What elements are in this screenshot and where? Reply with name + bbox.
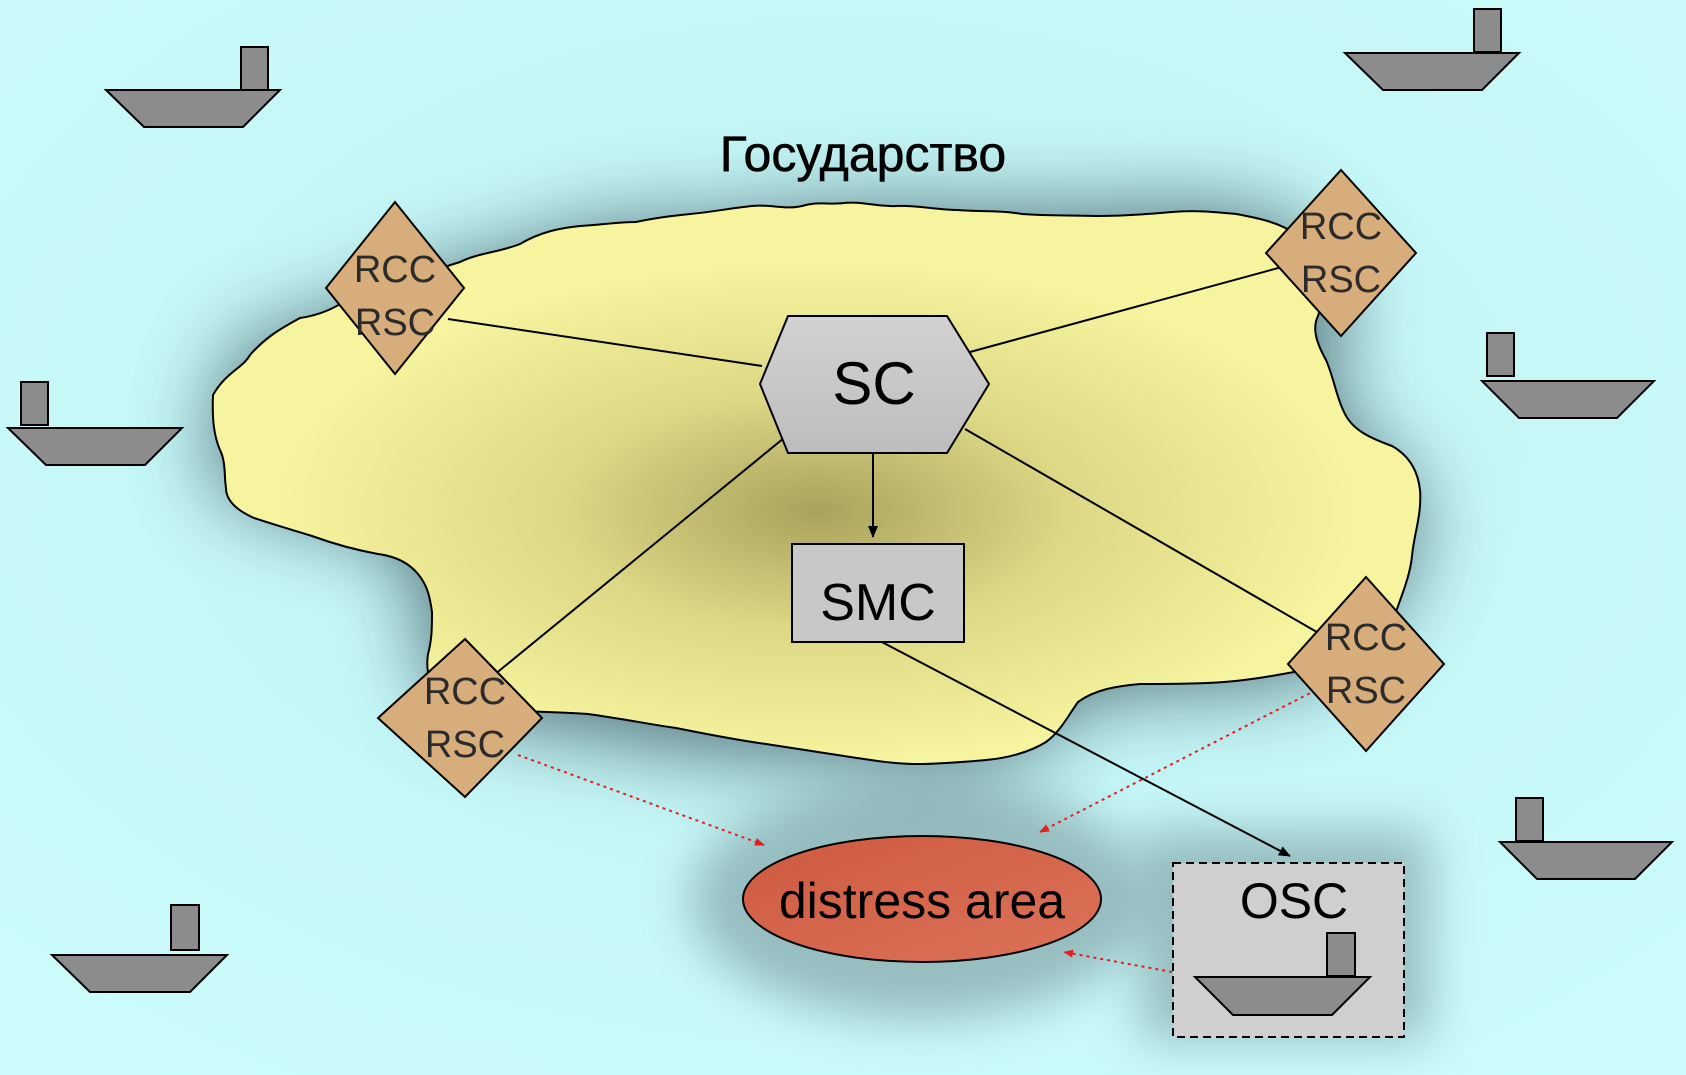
rsc-label: RSC xyxy=(425,724,505,766)
ship-icon xyxy=(1342,8,1522,91)
rcc-label: RCC xyxy=(424,671,506,713)
rcc-label: RCC xyxy=(1325,617,1407,659)
smc-label: SMC xyxy=(820,574,936,632)
dotted-arrow-rcc-right-distress xyxy=(1039,689,1317,833)
line-sc-rcc-bottom-left xyxy=(493,428,796,676)
rcc-label: RCC xyxy=(354,249,436,291)
ship-icon xyxy=(103,46,283,128)
ship-icon xyxy=(5,381,185,466)
distress-area: distress area xyxy=(742,835,1102,963)
country-title: Государство xyxy=(720,126,1006,182)
rcc-node-top-right: RCC RSC xyxy=(1264,168,1418,338)
osc-node: OSC xyxy=(1172,862,1405,1038)
rcc-node-bottom-right: RCC RSC xyxy=(1286,575,1446,753)
rsc-label: RSC xyxy=(355,302,435,344)
smc-node: SMC xyxy=(791,543,965,643)
rsc-label: RSC xyxy=(1326,670,1406,712)
line-sc-rcc-top-right xyxy=(969,266,1283,353)
arrow-smc-osc xyxy=(877,639,1291,857)
rcc-node-bottom-left: RCC RSC xyxy=(376,637,544,799)
sc-node: SC xyxy=(758,315,991,454)
connector-lines xyxy=(447,266,1323,857)
line-sc-rcc-bottom-right xyxy=(964,428,1323,636)
dotted-arrows xyxy=(517,689,1317,973)
rsc-label: RSC xyxy=(1301,259,1381,301)
dotted-arrow-osc-distress xyxy=(1063,949,1173,973)
ship-icon xyxy=(1479,332,1657,419)
distress-label: distress area xyxy=(779,873,1065,929)
line-sc-rcc-top-left xyxy=(447,318,763,367)
rcc-label: RCC xyxy=(1300,206,1382,248)
ship-icon xyxy=(49,904,230,993)
rcc-node-top-left: RCC RSC xyxy=(324,200,466,376)
ship-icon xyxy=(1192,932,1373,1016)
ship-icon xyxy=(1497,797,1675,880)
osc-label: OSC xyxy=(1240,873,1348,929)
sc-label: SC xyxy=(832,350,915,417)
dotted-arrow-rcc-left-distress xyxy=(517,754,765,846)
